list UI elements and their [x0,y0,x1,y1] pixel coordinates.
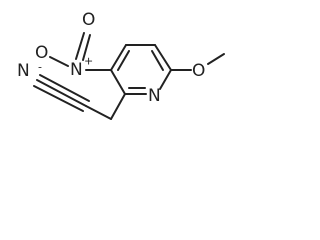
bond-nitrile-triple-a [36,79,87,107]
ring-bond-c5-c6-inner [151,50,164,71]
bond-methoxy-o-ch3 [207,53,225,65]
charge-plus: + [84,55,93,68]
ring-bond-c3-c4-inner [117,50,130,71]
atom-nitrile-n: N [17,61,30,81]
ring-bond-c3-c4 [110,44,127,71]
bond-ch2-cn-carbon [85,105,112,120]
bond-nitrile-triple-b [33,85,84,112]
atom-methoxy-o: O [192,61,205,81]
chemical-structure-diagram: N O - N + O N O [17,10,225,120]
bond-nitro-n-o [75,32,85,60]
atom-nitro-o-minus: O [35,43,48,63]
ring-bond-c5-c6 [154,44,172,71]
bond-nitro-n-o-second [82,34,91,61]
atom-nitro-n: N [70,60,83,80]
atom-ring-n: N [148,86,161,106]
bond-c2-ch2 [110,93,126,120]
ring-bond-c2-c3 [110,69,126,95]
ring-bond-c6-n1 [159,69,172,90]
charge-minus: - [38,61,42,74]
atom-nitro-o: O [82,10,95,30]
bond-nitrile-triple-c [39,74,90,102]
bond-nitro-n-o-minus [49,56,69,67]
